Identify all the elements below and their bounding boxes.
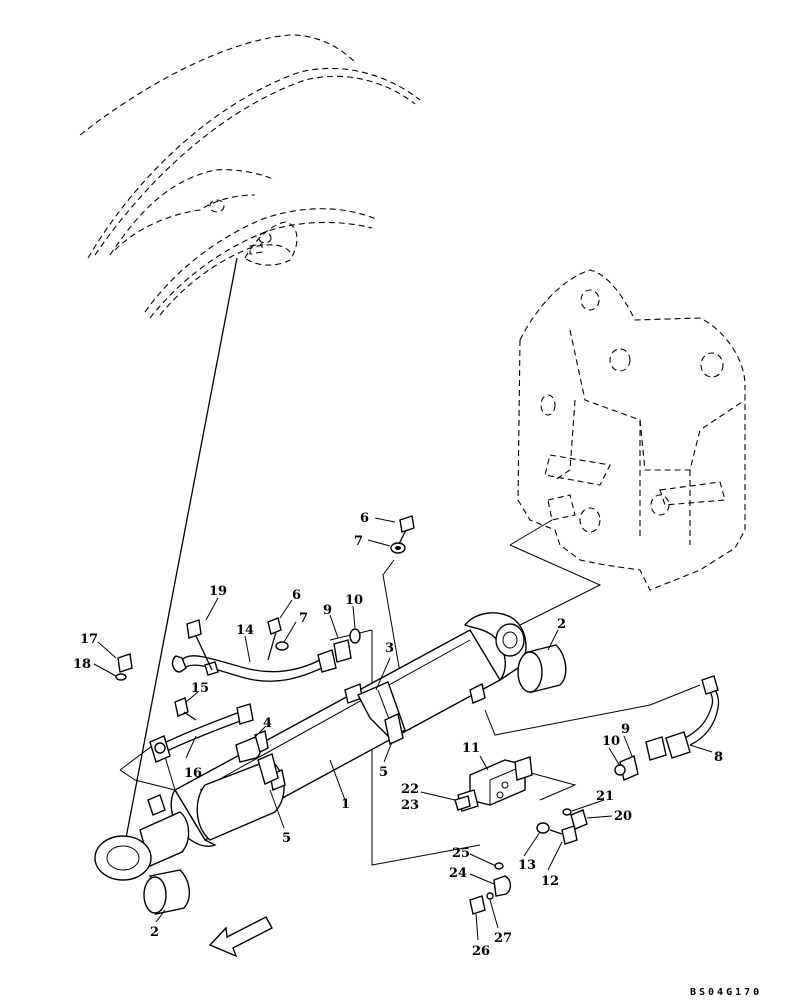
front-direction-arrow xyxy=(208,916,273,958)
callout-19: 19 xyxy=(209,584,227,599)
callout-8: 8 xyxy=(714,750,723,765)
hose-16 xyxy=(149,703,254,763)
fitting-20 xyxy=(570,809,588,830)
callout-16: 16 xyxy=(184,766,202,781)
steel-pipe xyxy=(171,649,337,682)
callout-2-right: 2 xyxy=(557,617,566,632)
callout-6-upper: 6 xyxy=(360,511,369,526)
callout-10-upper: 10 xyxy=(345,593,363,608)
callout-14: 14 xyxy=(236,623,254,638)
callout-23: 23 xyxy=(401,798,419,813)
callout-3: 3 xyxy=(385,641,394,656)
callout-12: 12 xyxy=(541,874,559,889)
o-ring-18 xyxy=(115,673,127,681)
callout-7-upper: 7 xyxy=(354,534,363,549)
callout-9-lower: 9 xyxy=(621,722,630,737)
o-ring-10-lower xyxy=(614,764,626,776)
callout-9-upper: 9 xyxy=(323,603,332,618)
callout-5-left: 5 xyxy=(282,831,291,846)
callout-5-right: 5 xyxy=(379,765,388,780)
washer-13 xyxy=(536,822,550,834)
hose-8 xyxy=(645,675,720,761)
callout-24: 24 xyxy=(449,866,467,881)
phantom-arm-outline xyxy=(79,34,421,319)
callout-15: 15 xyxy=(191,681,209,696)
callout-13: 13 xyxy=(518,858,536,873)
callout-22: 22 xyxy=(401,782,419,797)
callout-27: 27 xyxy=(494,931,512,946)
valve-block xyxy=(457,756,533,812)
bolt-15 xyxy=(174,697,197,721)
fitting-26 xyxy=(469,895,486,915)
callout-2-left: 2 xyxy=(150,925,159,940)
bolt-19 xyxy=(186,619,213,671)
plug-17 xyxy=(117,653,133,673)
fitting-22 xyxy=(454,795,471,811)
callout-6-lower: 6 xyxy=(292,588,301,603)
fitting-9-upper xyxy=(333,639,352,663)
bolt-6-lower xyxy=(267,617,282,661)
callout-7-lower: 7 xyxy=(299,611,308,626)
elbow-24 xyxy=(493,875,512,897)
clamp-5 xyxy=(257,712,404,785)
callout-leaders xyxy=(93,517,713,941)
callout-18: 18 xyxy=(73,657,91,672)
washer-7-lower xyxy=(275,641,289,651)
o-ring-27 xyxy=(486,892,494,900)
callout-10-lower: 10 xyxy=(602,734,620,749)
callout-25: 25 xyxy=(452,846,470,861)
o-ring-10-upper xyxy=(349,628,361,644)
hydraulic-cylinder xyxy=(94,612,527,881)
washer-7-upper xyxy=(390,542,406,554)
bolt-12 xyxy=(549,825,578,845)
callout-20: 20 xyxy=(614,809,632,824)
bushing-left xyxy=(143,869,191,916)
o-ring-25 xyxy=(494,862,504,870)
callout-1: 1 xyxy=(341,797,350,812)
callout-26: 26 xyxy=(472,944,490,959)
clamp-4 xyxy=(235,730,269,763)
phantom-bracket-outline xyxy=(517,269,746,591)
callout-4: 4 xyxy=(263,716,272,731)
callout-21: 21 xyxy=(596,789,614,804)
callout-labels: 1 2 2 3 4 5 5 6 6 7 7 8 9 9 10 10 11 12 … xyxy=(73,511,723,959)
callout-11: 11 xyxy=(462,741,480,756)
bushing-right xyxy=(517,644,567,694)
o-ring-21 xyxy=(562,808,572,816)
callout-17: 17 xyxy=(80,632,98,647)
drawing-code: BS04G170 xyxy=(690,987,762,998)
